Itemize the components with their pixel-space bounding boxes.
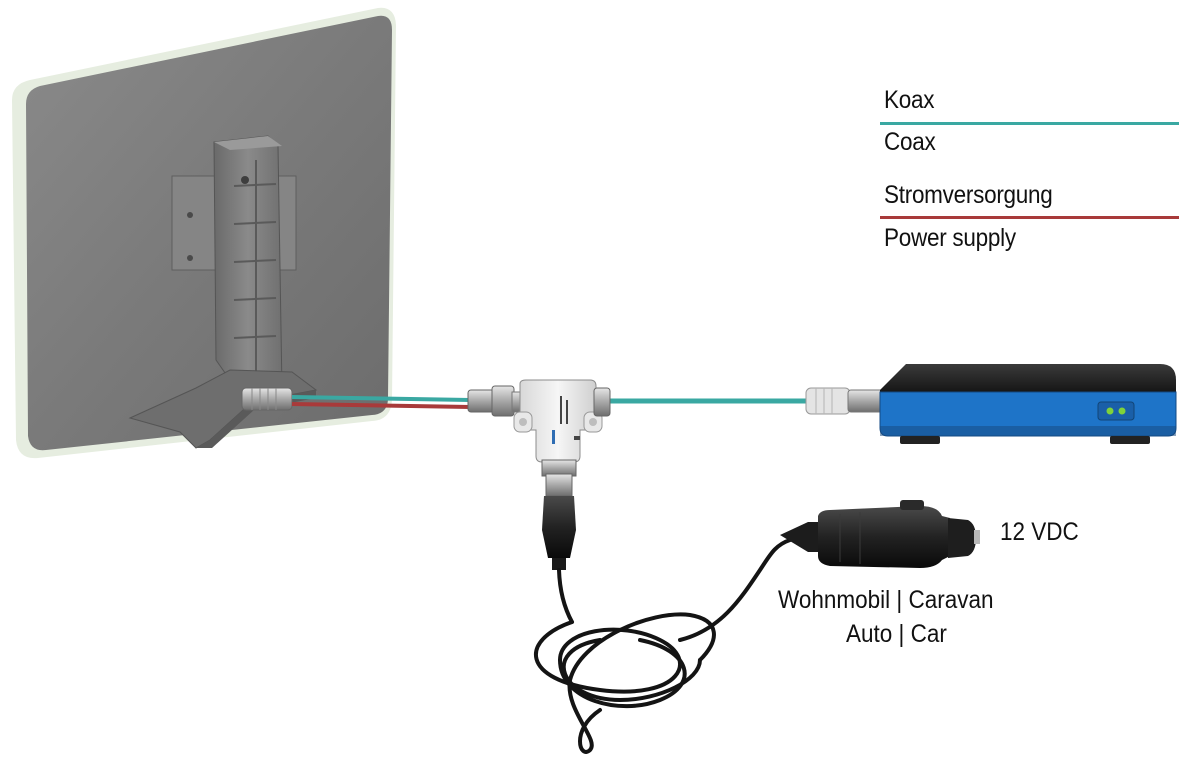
receiver-box-icon (805, 364, 1177, 444)
legend-coax-label-de: Koax (884, 86, 935, 114)
legend-coax-line (880, 122, 1179, 125)
vehicle-label-line1: Wohnmobil | Caravan (778, 586, 994, 614)
dc-plug-icon (542, 496, 576, 570)
power-injector-icon (467, 379, 611, 497)
legend-coax-label-en: Coax (884, 128, 936, 156)
power-cable-coil (534, 538, 792, 754)
voltage-label: 12 VDC (1000, 518, 1079, 546)
legend-power-label-en: Power supply (884, 224, 1016, 252)
legend-power-line (880, 216, 1179, 219)
vehicle-label-line2: Auto | Car (846, 620, 947, 648)
flat-panel-antenna-icon (12, 7, 396, 459)
legend-power-label-de: Stromversorgung (884, 181, 1053, 209)
antenna-cables (291, 395, 471, 409)
car-lighter-plug-icon (780, 500, 980, 568)
